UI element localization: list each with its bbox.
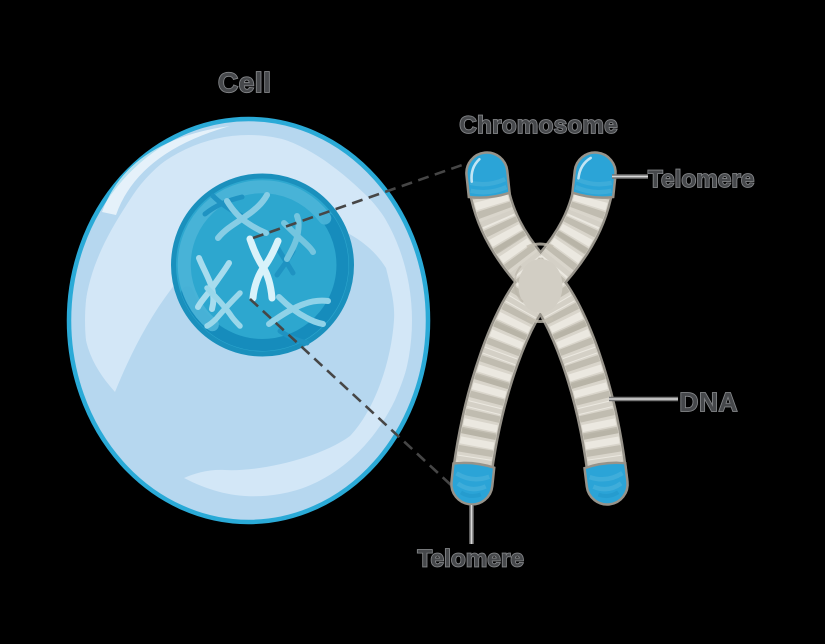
svg-text:DNA: DNA (680, 387, 739, 417)
svg-text:Cell: Cell (218, 67, 271, 98)
svg-text:Telomere: Telomere (418, 546, 525, 573)
svg-text:Telomere: Telomere (648, 166, 755, 193)
svg-text:Chromosome: Chromosome (459, 112, 618, 139)
